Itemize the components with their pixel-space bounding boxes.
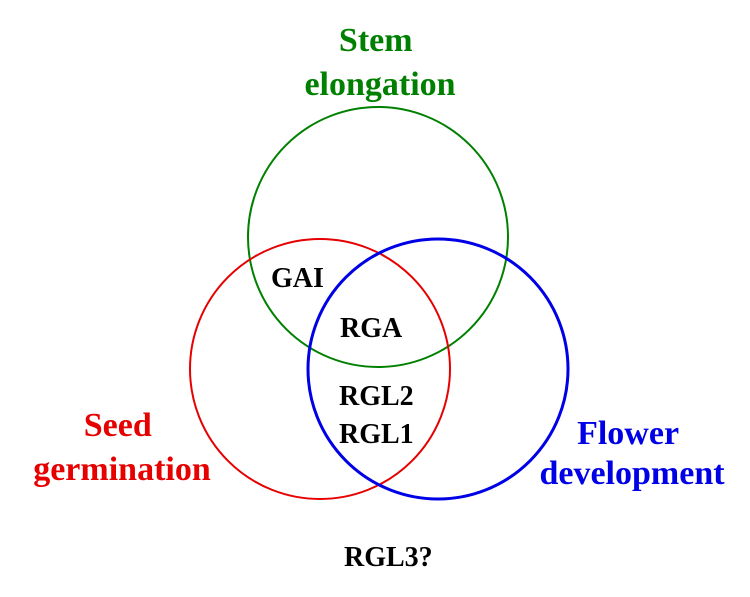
flower-label-line-1: Flower	[577, 415, 679, 452]
stem-elongation-circle	[247, 106, 509, 368]
seed-label-line-2: germination	[33, 451, 211, 488]
gene-rga: RGA	[340, 313, 403, 344]
gene-rgl2: RGL2	[339, 381, 414, 412]
flower-development-circle	[306, 237, 570, 501]
seed-germination-circle	[189, 238, 451, 500]
gene-gai: GAI	[271, 263, 324, 294]
seed-germination-label: Seed germination	[33, 407, 211, 488]
stem-label-line-1: Stem	[339, 22, 413, 59]
flower-development-label: Flower development	[539, 415, 725, 492]
gene-rgl1: RGL1	[339, 419, 414, 450]
seed-label-line-1: Seed	[84, 407, 152, 444]
stem-elongation-label: Stem elongation	[304, 22, 455, 103]
stem-label-line-2: elongation	[304, 66, 455, 103]
flower-label-line-2: development	[539, 455, 725, 492]
gene-rgl3: RGL3?	[344, 542, 433, 573]
